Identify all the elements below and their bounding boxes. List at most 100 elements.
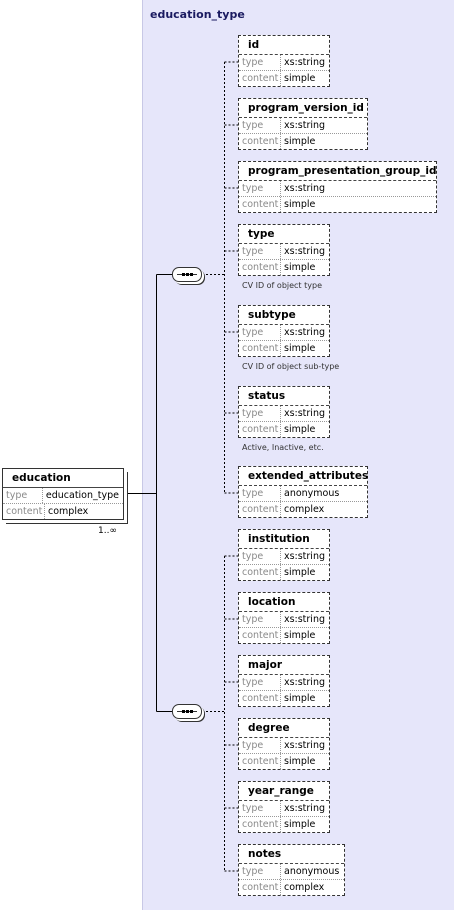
sequence-dot — [186, 273, 189, 276]
row-key: content — [239, 197, 281, 212]
row-key: type — [239, 486, 281, 501]
row-value: xs:string — [283, 803, 325, 814]
row-key: type — [239, 864, 281, 879]
row-value: anonymous — [284, 488, 340, 499]
row-key: content — [239, 691, 281, 706]
sequence-dot — [182, 273, 185, 276]
row-value: complex — [284, 882, 325, 893]
sequence-compositor-icon[interactable] — [172, 704, 202, 719]
row-key: content — [239, 880, 281, 895]
row-value: xs:string — [283, 57, 325, 68]
element-name: institution — [239, 530, 329, 549]
element-name: location — [239, 593, 329, 612]
row-key: content — [239, 422, 281, 437]
element-documentation: Active, Inactive, etc. — [242, 443, 324, 452]
element-name: status — [239, 387, 329, 406]
row-value: xs:string — [283, 551, 325, 562]
row-key: content — [239, 754, 281, 769]
row-key: type — [3, 488, 43, 503]
row-key: content — [239, 817, 281, 832]
row-value: xs:string — [284, 183, 326, 194]
element-name: type — [239, 225, 329, 244]
element-name: degree — [239, 719, 329, 738]
row-key: type — [239, 675, 281, 690]
row-key: content — [239, 71, 281, 86]
row-value: simple — [284, 262, 316, 273]
row-key: content — [3, 504, 45, 519]
complex-type-title: education_type — [150, 8, 245, 21]
row-key: content — [239, 565, 281, 580]
element-name: major — [239, 656, 329, 675]
row-value: education_type — [45, 490, 119, 501]
row-value: xs:string — [283, 408, 325, 419]
row-key: type — [239, 612, 281, 627]
row-value: simple — [284, 73, 316, 84]
row-value: xs:string — [283, 246, 325, 257]
row-key: content — [239, 260, 281, 275]
element-name: extended_attributes — [239, 467, 368, 486]
sequence-dot — [190, 710, 193, 713]
row-value: xs:string — [283, 677, 325, 688]
element-name: subtype — [239, 306, 329, 325]
row-key: type — [239, 181, 281, 196]
row-key: content — [239, 628, 281, 643]
row-key: type — [239, 244, 281, 259]
element-documentation: CV ID of object sub-type — [242, 362, 340, 371]
row-value: xs:string — [283, 614, 325, 625]
element-name: notes — [239, 845, 344, 864]
element-name: program_presentation_group_id — [239, 162, 436, 181]
row-value: simple — [284, 567, 316, 578]
element-name: id — [239, 36, 329, 55]
row-key: type — [239, 406, 281, 421]
root-element-education[interactable]: education type education_type content co… — [2, 468, 124, 520]
sequence-dot — [182, 710, 185, 713]
row-value: simple — [284, 756, 316, 767]
row-key: type — [239, 801, 281, 816]
row-key: type — [239, 55, 281, 70]
row-value: simple — [284, 693, 316, 704]
row-value: simple — [284, 819, 316, 830]
row-key: content — [239, 502, 281, 517]
row-key: type — [239, 325, 281, 340]
row-key: content — [239, 134, 281, 149]
sequence-compositor-icon[interactable] — [172, 267, 202, 282]
type-row: type education_type — [3, 488, 123, 503]
row-value: simple — [284, 424, 316, 435]
row-value: xs:string — [283, 740, 325, 751]
